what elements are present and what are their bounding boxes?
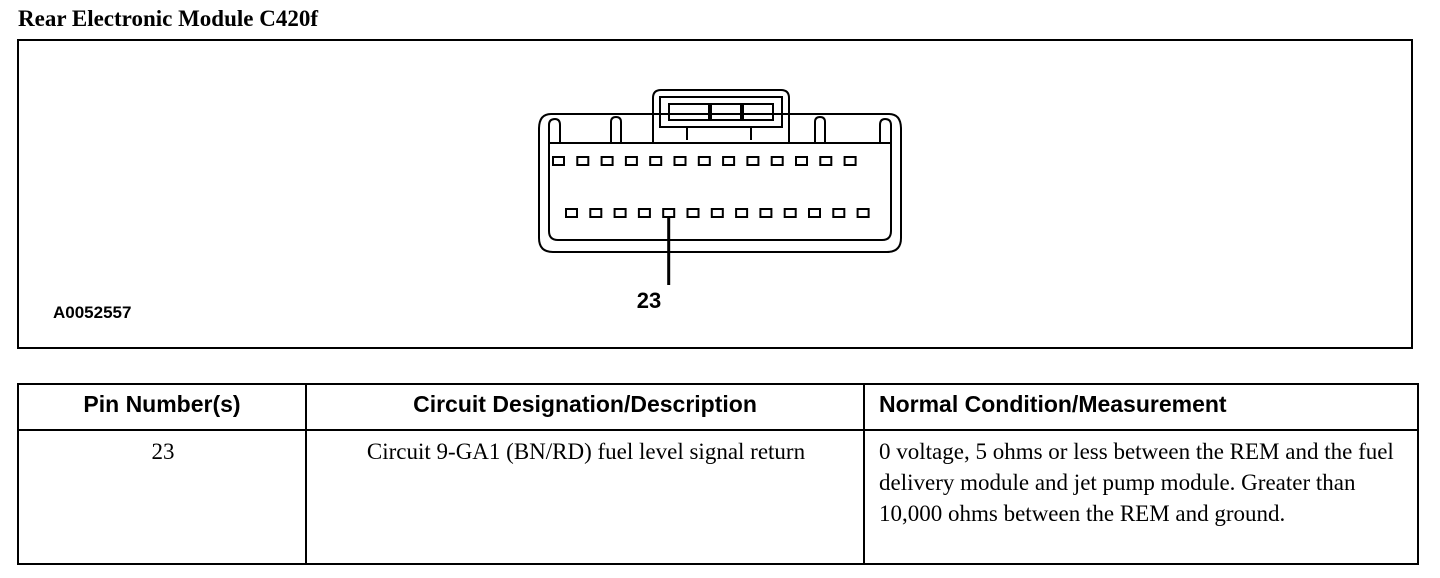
- pin-cavity-top-5: [649, 156, 663, 166]
- header-circuit-designation: Circuit Designation/Description: [305, 383, 865, 431]
- table-header-row: Pin Number(s) Circuit Designation/Descri…: [17, 383, 1419, 431]
- connector-lock-tab-window: [659, 96, 783, 128]
- connector-rib-right-1: [814, 115, 826, 143]
- pin-cavity-top-4: [624, 156, 638, 166]
- page-title: Rear Electronic Module C420f: [18, 6, 319, 31]
- pin-cavity-bottom-6: [686, 208, 700, 218]
- figure-id: A0052557: [53, 303, 132, 322]
- connector-lock-tab-slot-mid: [710, 103, 742, 121]
- connector-rib-left-2: [610, 115, 622, 143]
- connector-figure: 23 A0052557: [17, 39, 1413, 349]
- cell-pin-number: 23: [17, 429, 307, 565]
- header-normal-condition: Normal Condition/Measurement: [863, 383, 1419, 431]
- connector-lock-tab-slot-right: [742, 103, 774, 121]
- pin-cavity-top-7: [697, 156, 711, 166]
- pin-cavity-bottom-9: [759, 208, 773, 218]
- pin-cavity-bottom-12: [832, 208, 846, 218]
- connector-rib-left-1: [548, 117, 561, 143]
- connector-rib-right-2: [879, 117, 892, 143]
- pin-cavity-top-2: [576, 156, 590, 166]
- table-row: 23 Circuit 9-GA1 (BN/RD) fuel level sign…: [17, 429, 1419, 565]
- pin-cavity-bottom-1: [565, 208, 578, 218]
- connector-shell: [538, 113, 902, 253]
- pin-cavity-bottom-11: [808, 208, 821, 218]
- connector-lock-tab-slot-left: [668, 103, 710, 121]
- connector-lock-tab: [652, 89, 790, 143]
- pin-cavity-top-12: [819, 156, 833, 166]
- cell-normal-condition: 0 voltage, 5 ohms or less between the RE…: [863, 429, 1419, 565]
- pin-cavity-top-3: [600, 156, 614, 166]
- connector-inner-face: [548, 142, 892, 241]
- pin-cavity-top-9: [746, 156, 760, 166]
- pin-cavity-top-1: [552, 156, 565, 166]
- connector-drawing: [538, 89, 902, 285]
- pin-cavity-top-11: [795, 156, 808, 166]
- pin-cavity-top-10: [770, 156, 784, 166]
- pin-cavity-bottom-3: [613, 208, 627, 218]
- pin-cavity-bottom-7: [710, 208, 724, 218]
- header-pin-numbers: Pin Number(s): [17, 383, 307, 431]
- pin-cavity-top-13: [843, 156, 857, 166]
- pin-cavity-bottom-13: [856, 208, 870, 218]
- cell-circuit-description: Circuit 9-GA1 (BN/RD) fuel level signal …: [305, 429, 865, 565]
- pin-cavity-bottom-5: [662, 208, 676, 218]
- pin-cavity-top-8: [722, 156, 736, 166]
- pin-cavity-top-6: [673, 156, 687, 166]
- pin-callout-label: 23: [636, 288, 662, 313]
- pin-cavity-bottom-2: [589, 208, 603, 218]
- pin-cavity-bottom-10: [783, 208, 797, 218]
- pin-cavity-bottom-8: [735, 208, 749, 218]
- pin-cavity-bottom-4: [637, 208, 651, 218]
- pin-table: Pin Number(s) Circuit Designation/Descri…: [17, 383, 1419, 565]
